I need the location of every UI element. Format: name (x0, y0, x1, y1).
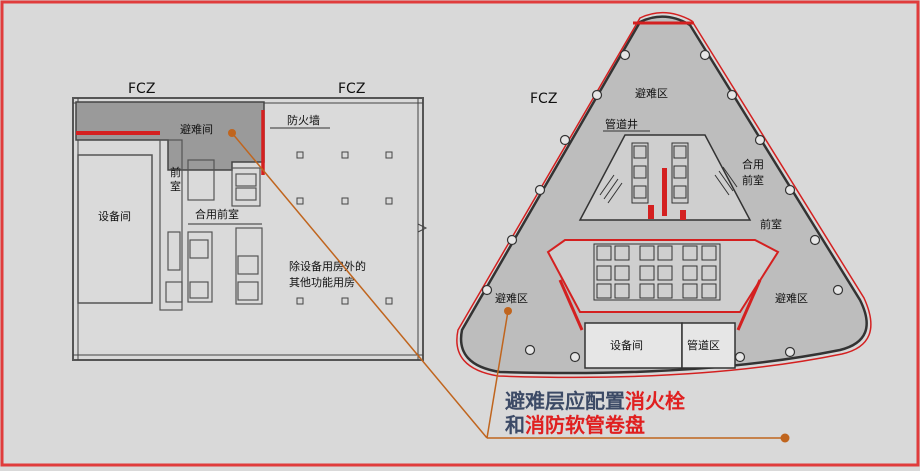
other-rooms-label-2: 其他功能用房 (289, 275, 355, 289)
left-floor-plan: FCZ FCZ 避难间 防火墙 前室 合用前室 设备间 除设备用房外的 其他功能… (72, 81, 428, 361)
caption-line2-red: 消防软管卷盘 (525, 413, 645, 437)
core-red-mark-1 (648, 205, 654, 219)
equipment-room-label: 设备间 (98, 209, 131, 223)
other-rooms-label-1: 除设备用房外的 (289, 259, 366, 273)
shared-front-room-label: 合用前室 (195, 207, 239, 221)
refuge-room-label: 避难间 (180, 122, 213, 136)
pipe-well-label: 管道井 (605, 117, 638, 131)
shared-front-room-label-1: 合用 (742, 157, 764, 171)
equipment-room-box (77, 154, 153, 304)
refuge-area-left-label: 避难区 (495, 291, 528, 305)
perimeter-columns (481, 49, 844, 363)
shared-front-room-label-2: 前室 (742, 173, 764, 187)
refuge-red-wall-right (736, 279, 762, 331)
fc-label-right: FCZ (338, 81, 365, 97)
caption-leader-dot (780, 433, 790, 443)
equipment-room-right (584, 322, 683, 369)
caption-line2-dark: 和 (505, 413, 525, 437)
right-floor-plan: FCZ 避难区 管道井 合用 前室 前室 避难区 避难区 设备间 管道区 (456, 12, 872, 379)
pipe-well-red (662, 168, 667, 216)
fc-label-left: FCZ (128, 81, 155, 97)
column-markers (296, 151, 393, 305)
pipe-room-right (681, 322, 736, 369)
fc-label-tower: FCZ (530, 91, 557, 107)
tower-red-edge (456, 12, 872, 379)
refuge-area-right-label: 避难区 (775, 291, 808, 305)
firewall-label: 防火墙 (287, 113, 320, 127)
refuge-area-top-label: 避难区 (635, 86, 668, 100)
refuge-red-wall-left (558, 279, 584, 331)
caption-line1-dark: 避难层应配置 (505, 389, 625, 413)
break-mark (417, 223, 428, 233)
front-room-label: 前室 (170, 165, 181, 193)
elevator-cells (593, 243, 721, 301)
core-walls (159, 139, 263, 311)
upper-core-cells (599, 142, 738, 204)
caption-line1-red: 消火栓 (625, 389, 685, 413)
equipment-room-right-label: 设备间 (610, 338, 643, 352)
front-room-label-right: 前室 (760, 217, 782, 231)
core-red-mark-2 (680, 210, 686, 220)
caption-line-1: 避难层应配置消火栓 (505, 389, 685, 413)
caption-line-2: 和消防软管卷盘 (505, 413, 645, 437)
leader-lines (231, 132, 785, 439)
lower-core (546, 239, 780, 313)
pipe-room-right-label: 管道区 (687, 338, 720, 352)
